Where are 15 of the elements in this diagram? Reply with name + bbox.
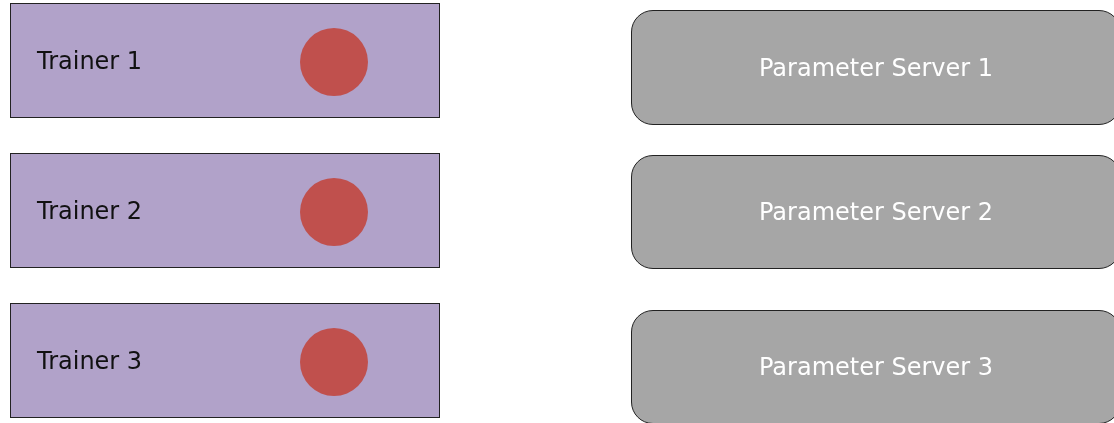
node-label: Trainer 1 <box>37 46 143 75</box>
server-box <box>631 310 1114 423</box>
trainer-box <box>10 3 440 118</box>
server-box <box>631 155 1114 269</box>
node-label: Parameter Server 3 <box>758 353 994 381</box>
circle <box>300 28 368 96</box>
circle <box>300 328 368 396</box>
node-label: Trainer 3 <box>37 346 143 375</box>
node-label: Parameter Server 1 <box>758 53 994 82</box>
trainer-box <box>10 153 440 268</box>
node-label: Trainer 2 <box>37 196 143 225</box>
trainer-box <box>10 303 440 418</box>
circle <box>300 178 368 246</box>
server-box <box>631 10 1114 125</box>
node-label: Parameter Server 2 <box>758 198 994 226</box>
